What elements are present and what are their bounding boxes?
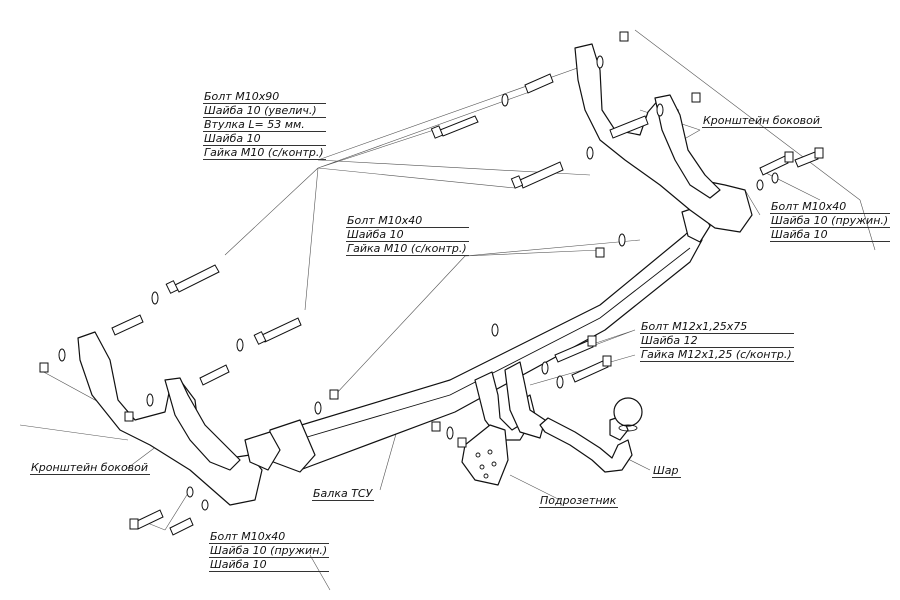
socket-plate [461, 424, 509, 486]
callout-left-bracket: Кронштейн боковой [30, 461, 151, 475]
callout-right-bracket: Кронштейн боковой [702, 114, 823, 128]
fasteners [39, 31, 824, 536]
label-line: Втулка L= 53 мм. [203, 118, 326, 132]
label-line: Шайба 10 (пружин.) [770, 214, 891, 228]
callout-beam-kit: Болт М10х40 Шайба 10 Гайка М10 (с/контр.… [346, 214, 469, 256]
label-line: Болт М12х1,25х75 [640, 320, 794, 334]
callout-tow-ball: Шар [652, 464, 681, 478]
label-line: Шайба 10 [203, 132, 326, 146]
label-line: Болт М10х40 [770, 200, 891, 214]
callout-beam: Балка ТСУ [312, 487, 375, 501]
label-line: Болт М10х40 [209, 530, 330, 544]
label-line: Гайка М12х1,25 (с/контр.) [640, 348, 794, 362]
label-line: Болт М10х40 [346, 214, 469, 228]
label-line: Гайка М10 (с/контр.) [203, 146, 326, 160]
right-bracket [574, 43, 753, 233]
label-line: Балка ТСУ [312, 487, 375, 501]
callout-right-kit: Болт М10х40 Шайба 10 (пружин.) Шайба 10 [770, 200, 891, 242]
callout-top-left-kit: Болт М10х90 Шайба 10 (увелич.) Втулка L=… [203, 90, 326, 160]
tow-ball [539, 397, 643, 473]
label-line: Шар [652, 464, 681, 478]
callout-socket-plate: Подрозетник [539, 494, 619, 508]
callout-bottom-kit: Болт М10х40 Шайба 10 (пружин.) Шайба 10 [209, 530, 330, 572]
label-line: Шайба 10 (увелич.) [203, 104, 326, 118]
label-line: Кронштейн боковой [30, 461, 151, 475]
label-line: Шайба 12 [640, 334, 794, 348]
label-line: Шайба 10 [770, 228, 891, 242]
left-bracket [77, 331, 281, 506]
label-line: Шайба 10 [209, 558, 330, 572]
label-line: Гайка М10 (с/контр.) [346, 242, 469, 256]
label-line: Шайба 10 (пружин.) [209, 544, 330, 558]
label-line: Шайба 10 [346, 228, 469, 242]
label-line: Болт М10х90 [203, 90, 326, 104]
callout-ball-kit: Болт М12х1,25х75 Шайба 12 Гайка М12х1,25… [640, 320, 794, 362]
label-line: Кронштейн боковой [702, 114, 823, 128]
tow-beam [267, 205, 711, 473]
label-line: Подрозетник [539, 494, 619, 508]
